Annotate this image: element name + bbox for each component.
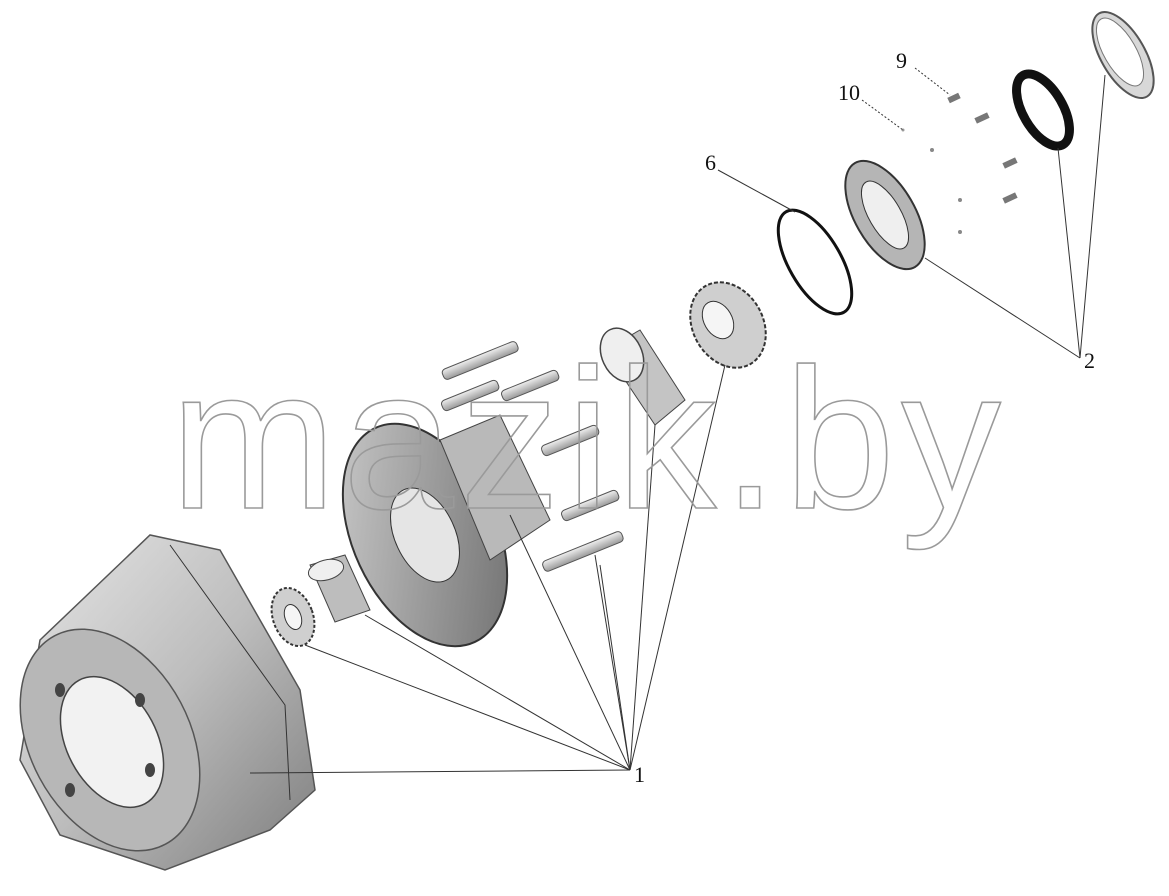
black-seal-ring [1012, 69, 1074, 151]
outer-ring [1091, 11, 1155, 99]
inner-bearing [270, 586, 316, 648]
outer-tapered-bearing [689, 281, 767, 369]
callout-2: 2 [1084, 348, 1095, 373]
wheel-studs [441, 341, 624, 572]
brake-drum [19, 534, 316, 871]
leader-lines [249, 67, 1106, 774]
gasket-ring-6 [776, 208, 854, 316]
callout-10: 10 [838, 80, 860, 105]
callout-1: 1 [634, 762, 645, 787]
callout-6: 6 [705, 150, 716, 175]
wheel-hub [341, 414, 551, 648]
callout-9: 9 [896, 48, 907, 73]
screws-9-10 [901, 92, 1018, 234]
watermark-text: mazik.by [170, 328, 1007, 551]
inner-bearing-cup [307, 554, 371, 623]
outer-bearing-cup [599, 327, 686, 426]
seal-housing [844, 159, 926, 271]
